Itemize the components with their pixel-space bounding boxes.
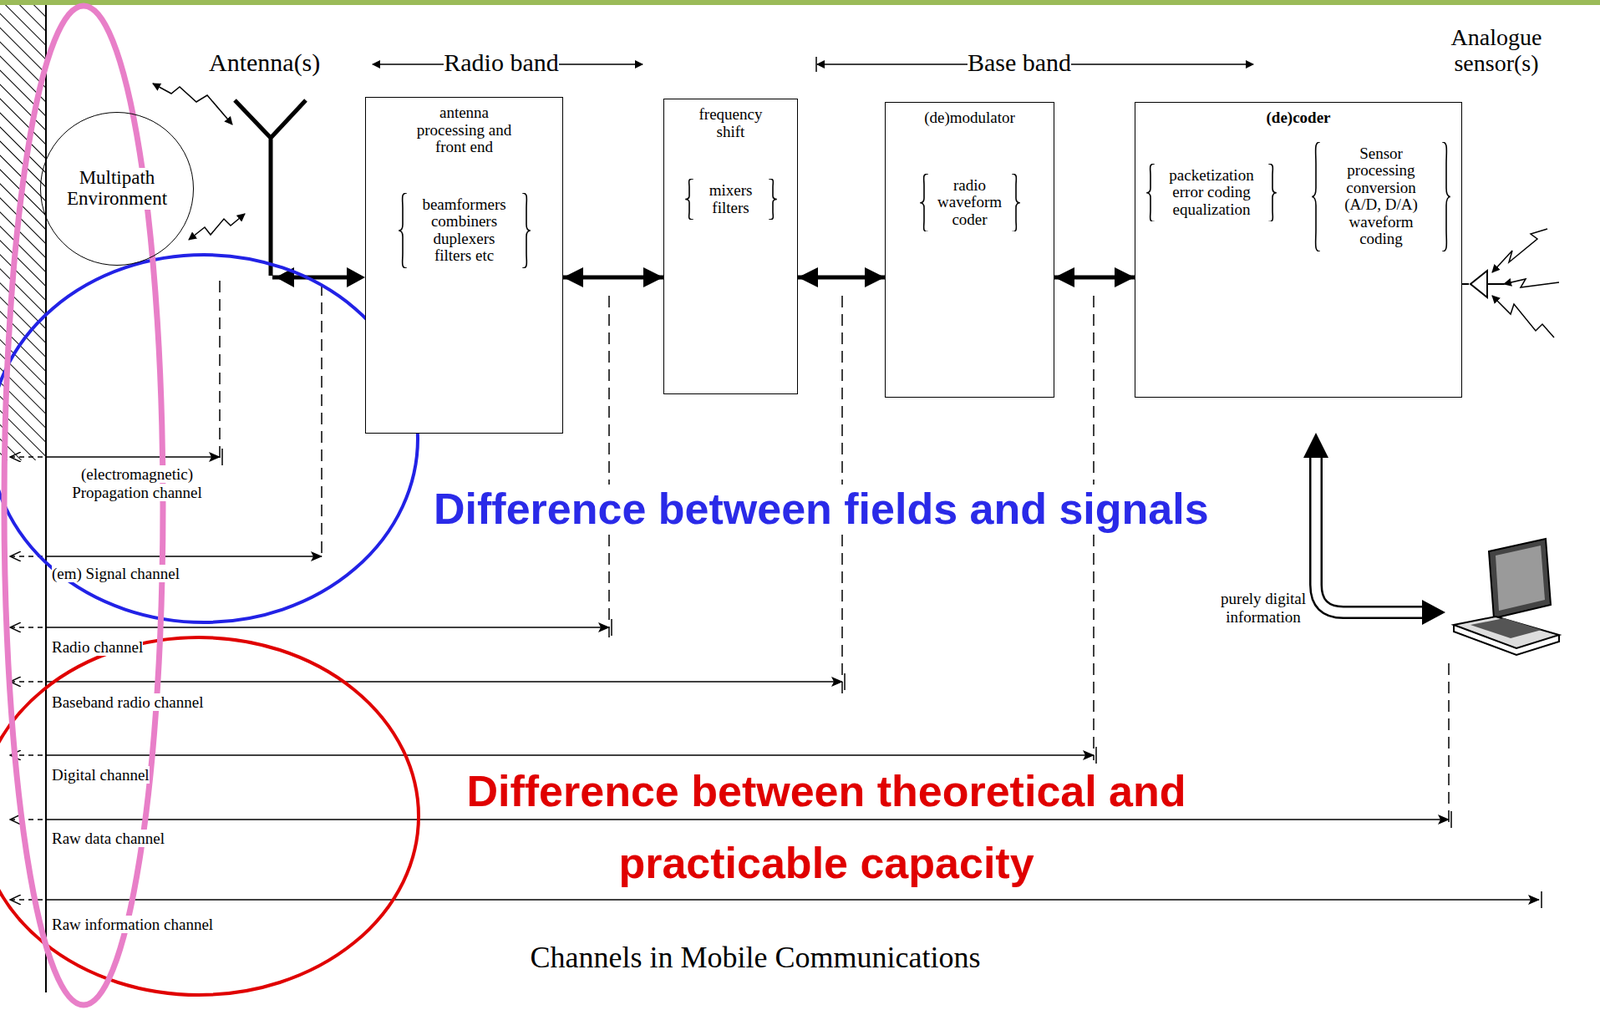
brace [767, 178, 778, 220]
brace-stroke [1146, 163, 1155, 223]
label-box: Digital channel [51, 766, 150, 785]
channel-label: purely digital information [1220, 589, 1306, 626]
channel-label: Base band [967, 48, 1072, 77]
process-box: (de)modulator radio waveform coder [884, 101, 1055, 398]
channel-label: Radio band [443, 48, 559, 77]
brace-stroke [398, 193, 407, 269]
brace-group: packetization error coding equalization [1145, 167, 1278, 219]
label-box: Difference between fields and signals [433, 484, 1209, 535]
brace-stroke [1268, 163, 1277, 223]
channel-label: (electromagnetic) Propagation channel [71, 465, 203, 502]
box-heading: antenna processing and front end [414, 104, 515, 157]
component-list: packetization error coding equalization [1162, 167, 1261, 219]
environment-circle: Multipath Environment [40, 111, 194, 266]
double-arrow [1054, 275, 1135, 280]
channel-label: Digital channel [51, 766, 150, 784]
box-heading: frequency shift [685, 106, 778, 141]
brace-stroke [768, 178, 778, 220]
brace-stroke [522, 193, 531, 269]
label-box: Base band [949, 48, 1090, 78]
label-box: Analogue sensor(s) [1433, 25, 1560, 77]
brace [1267, 163, 1278, 223]
double-arrow [563, 275, 664, 280]
box-row: packetization error coding equalization S… [1145, 126, 1452, 249]
box-heading: (de)coder [1214, 109, 1382, 127]
brace [1310, 142, 1321, 252]
label-box: purely digital information [1217, 589, 1310, 627]
label-box: Raw data channel [51, 829, 165, 849]
label-box: Raw information channel [51, 915, 214, 935]
box-heading: (de)modulator [899, 109, 1042, 127]
channel-label: Radio channel [51, 638, 143, 656]
brace [919, 173, 930, 233]
channel-label: Raw information channel [51, 915, 214, 934]
label-box: Difference between theoretical and pract… [408, 756, 1245, 900]
label-box: Baseband radio channel [51, 693, 204, 712]
process-box: frequency shift mixers filters [663, 98, 798, 395]
component-list: mixers filters [700, 182, 762, 217]
caption: Channels in Mobile Communications [530, 940, 981, 975]
brace-stroke [685, 178, 694, 220]
component-list: beamformers combiners duplexers filters … [414, 196, 515, 265]
channel-label: Antenna(s) [208, 48, 320, 77]
label-box: Antenna(s) [208, 48, 320, 78]
brace [684, 178, 695, 220]
brace-stroke [1011, 173, 1021, 233]
channel-label: Raw data channel [51, 829, 165, 848]
brace-group: beamformers combiners duplexers filters … [397, 196, 532, 265]
channel-label: Analogue sensor(s) [1451, 24, 1543, 77]
brace-group: radio waveform coder [919, 177, 1021, 229]
brace-stroke [1442, 142, 1451, 252]
caption-box: Channels in Mobile Communications [504, 939, 1006, 976]
label-box: Radio band [426, 48, 577, 78]
double-arrow [797, 275, 885, 280]
brace-group: mixers filters [684, 182, 778, 217]
highlight-note: Difference between theoretical and pract… [466, 766, 1186, 888]
label-box: (em) Signal channel [51, 564, 180, 584]
brace [1441, 142, 1452, 252]
process-box: antenna processing and front end beamform… [365, 96, 564, 434]
label-box: (electromagnetic) Propagation channel [53, 465, 221, 503]
brace [397, 193, 408, 269]
channel-label: Baseband radio channel [51, 693, 204, 712]
brace-stroke [1311, 142, 1321, 252]
highlight-note: Difference between fields and signals [433, 484, 1209, 534]
process-box: (de)coderpacketization error coding equa… [1134, 101, 1463, 398]
brace-stroke [919, 173, 929, 233]
environment-label: Multipath Environment [62, 167, 172, 210]
brace [1145, 163, 1156, 223]
component-list: Sensor processing conversion (A/D, D/A) … [1327, 145, 1435, 249]
component-list: radio waveform coder [935, 177, 1005, 229]
brace [521, 193, 532, 269]
brace-group: Sensor processing conversion (A/D, D/A) … [1310, 145, 1452, 249]
channel-label: (em) Signal channel [51, 564, 180, 583]
label-box: Radio channel [51, 638, 143, 657]
brace [1010, 173, 1021, 233]
